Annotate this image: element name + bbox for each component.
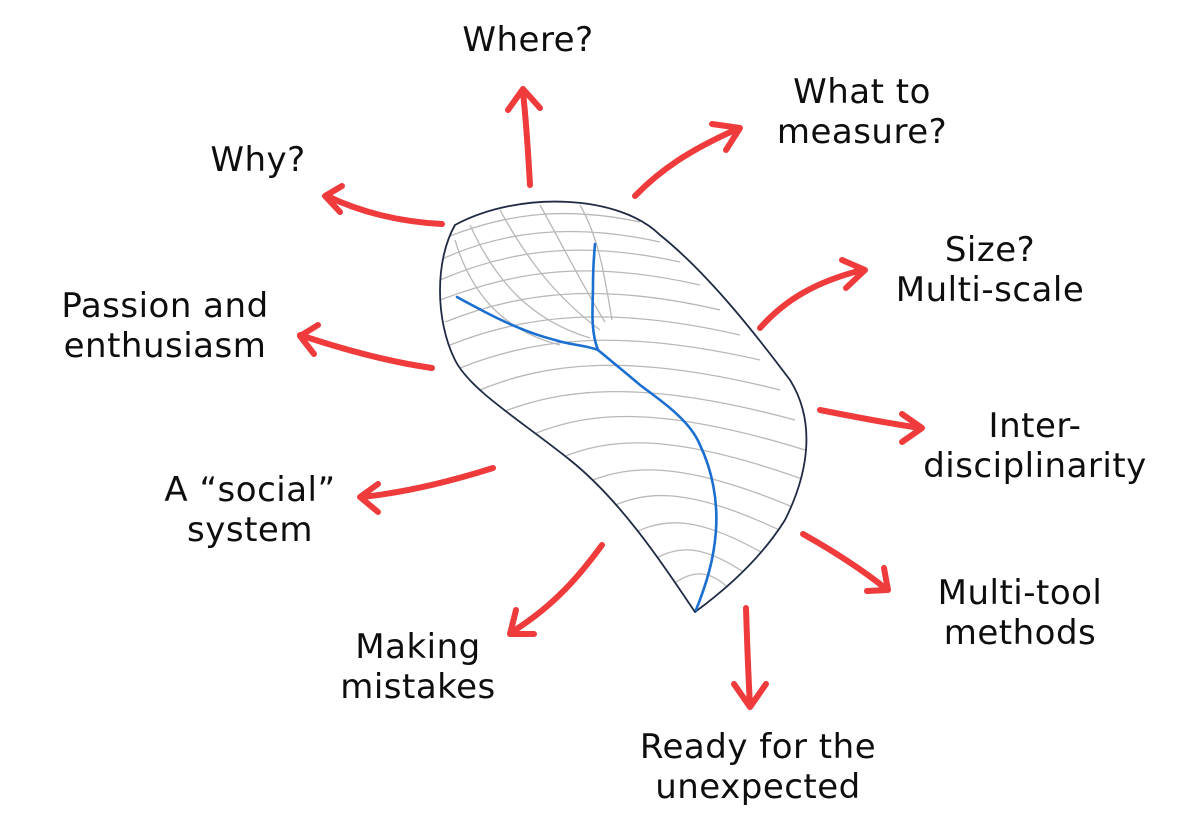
label-line: enthusiasm [63, 326, 267, 366]
arrow-why [322, 183, 445, 227]
arrow-size [757, 257, 868, 331]
label-line: Inter- [988, 406, 1082, 446]
watershed-outline [439, 200, 808, 614]
arrow-passion [297, 322, 435, 371]
label-mistakes: Making mistakes [318, 627, 518, 707]
label-line: measure? [776, 112, 948, 152]
label-multitool: Multi-tool methods [900, 573, 1140, 653]
label-line: mistakes [340, 667, 496, 707]
arrow-social [357, 465, 496, 515]
label-line: Multi-scale [895, 270, 1085, 310]
contour-lines [440, 204, 806, 596]
label-line: Passion and [61, 286, 269, 326]
label-what-to-measure: What to measure? [752, 72, 972, 152]
label-why: Why? [188, 140, 328, 180]
label-line: unexpected [655, 767, 861, 807]
arrow-interdisciplinarity [817, 407, 925, 445]
watershed-drawing [439, 200, 808, 614]
label-line: What to [793, 72, 931, 112]
label-line: system [187, 510, 313, 550]
label-line: Where? [462, 20, 594, 60]
arrow-what-to-measure [632, 121, 743, 199]
label-line: Size? [944, 230, 1036, 270]
label-social: A “social” system [135, 470, 365, 550]
stream-network [455, 242, 718, 612]
label-line: Ready for the [639, 727, 877, 767]
label-passion: Passion and enthusiasm [30, 286, 300, 366]
arrow-mistakes [507, 542, 605, 637]
upper-tributary [591, 242, 600, 352]
arrow-unexpected [731, 605, 769, 710]
main-stream [596, 348, 718, 612]
left-tributary [455, 295, 600, 352]
label-unexpected: Ready for the unexpected [598, 727, 918, 807]
arrow-where [505, 86, 543, 188]
arrows [297, 86, 925, 710]
arrow-multitool [800, 531, 891, 594]
label-interdisciplinarity: Inter- disciplinarity [895, 406, 1175, 486]
label-where: Where? [438, 20, 618, 60]
label-line: methods [943, 613, 1097, 653]
label-line: Multi-tool [937, 573, 1103, 613]
label-size: Size? Multi-scale [870, 230, 1110, 310]
label-line: disciplinarity [923, 446, 1147, 486]
label-line: Why? [210, 140, 306, 180]
label-line: A “social” [164, 470, 336, 510]
label-line: Making [355, 627, 481, 667]
